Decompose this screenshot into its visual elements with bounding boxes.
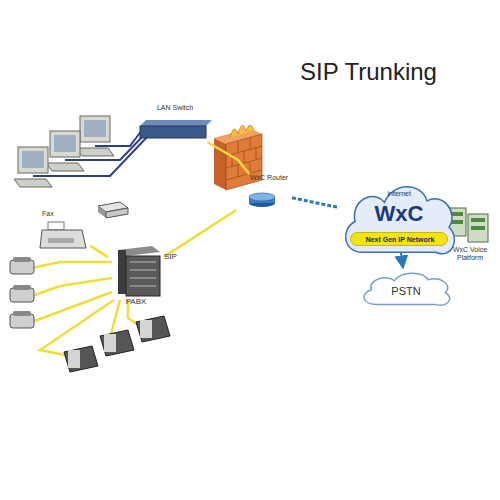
diagram-title: SIP Trunking (300, 58, 495, 86)
node-label: Next Gen IP Network (351, 236, 449, 244)
pstn-cloud: PSTN (358, 268, 454, 310)
node-label: WxC (338, 202, 460, 226)
pabx-icon (118, 246, 160, 296)
computer-icons (14, 116, 148, 187)
network-band: Next Gen IP Network (350, 232, 448, 246)
fax-node: Fax (38, 208, 90, 250)
node-label: WxC Router (250, 174, 294, 182)
internet-link (292, 198, 338, 208)
router-icon (249, 193, 275, 207)
fax-line (90, 246, 108, 258)
node-label: PABX (108, 298, 164, 307)
node-label: Internet (338, 190, 460, 198)
voice-platform-node: WxC Voice Platform (442, 204, 498, 264)
pabx-node: PABX (108, 240, 164, 310)
phone-icons (10, 257, 170, 372)
switch-node: LAN Switch (136, 104, 214, 142)
node-label: LAN Switch (136, 104, 214, 112)
router-node: WxC Router (236, 174, 292, 210)
device-icon (98, 202, 128, 218)
sip-trunk-line (164, 210, 236, 257)
fax-icon (40, 222, 86, 248)
switch-icon (140, 120, 212, 138)
node-label: WxC Voice Platform (442, 246, 498, 261)
node-label: Fax (42, 210, 82, 218)
lan-link (207, 142, 249, 174)
node-label: PSTN (358, 285, 454, 297)
edge-label: SIP (164, 252, 177, 261)
internet-cloud: InternetWxC Next Gen IP Network (338, 176, 460, 264)
